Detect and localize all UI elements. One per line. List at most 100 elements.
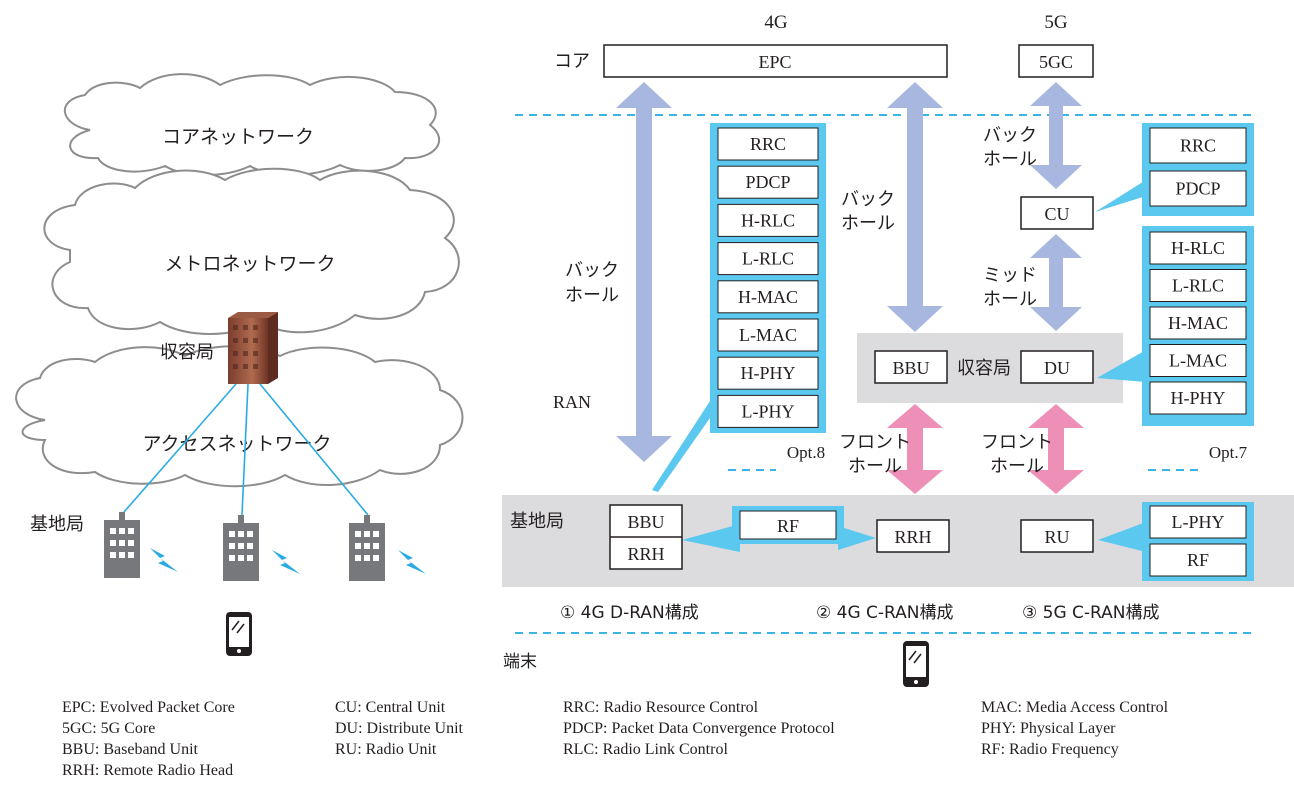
smartphone-icon <box>226 612 252 656</box>
protocol-layer-box <box>717 356 819 390</box>
protocol-layer-label: L-PHY <box>1172 512 1225 532</box>
legend-item: RF: Radio Frequency <box>981 741 1119 758</box>
legend-column-2: CU: Central Unit DU: Distribute Unit RU:… <box>335 697 463 760</box>
protocol-layer-box <box>1149 127 1247 164</box>
config-label-5g-cran: ③ 5G C-RAN構成 <box>1022 603 1160 623</box>
protocol-layer-label: H-MAC <box>1168 313 1228 333</box>
node-boxes <box>609 196 1094 570</box>
protocol-layer-box <box>717 242 819 276</box>
protocol-layer-label: H-PHY <box>740 363 795 383</box>
access-network-label: アクセスネットワーク <box>142 433 331 455</box>
backhaul-arrow-5g <box>1030 82 1082 189</box>
callout-pointer-rf <box>682 524 740 552</box>
callout-pointer-ru <box>1098 522 1146 552</box>
protocol-layer-box <box>717 394 819 428</box>
rf-callout: RF <box>682 506 876 552</box>
protocol-layer-box <box>717 280 819 314</box>
rrh-box <box>876 519 950 553</box>
radio-signal-icons <box>150 548 426 574</box>
bbu-label: BBU <box>892 358 929 378</box>
protocol-layer-box <box>1149 505 1247 539</box>
callout-pointer-du <box>1097 350 1146 382</box>
base-station-buildings <box>104 512 385 581</box>
core-label: コア <box>554 51 590 72</box>
protocol-layer-label: H-PHY <box>1170 388 1225 408</box>
fronthaul-label: ホール <box>990 456 1044 477</box>
5gc-label: 5GC <box>1039 52 1073 72</box>
legend-column-4: MAC: Media Access Control PHY: Physical … <box>981 697 1168 760</box>
protocol-layer-box <box>1149 170 1247 207</box>
legend-item: EPC: Evolved Packet Core <box>62 699 235 716</box>
protocol-layer-label: H-RLC <box>741 210 795 230</box>
protocol-layer-label: RRC <box>1180 136 1216 156</box>
lightning-icon <box>272 550 300 574</box>
midhaul-label: ホール <box>983 289 1037 310</box>
office-building-icon <box>228 312 278 384</box>
backhaul-label: バック <box>565 260 619 281</box>
backhaul-label: バック <box>841 189 895 210</box>
protocol-layer-label: RRC <box>750 134 786 154</box>
base-station-icon <box>349 515 385 581</box>
legend-item: CU: Central Unit <box>335 699 446 716</box>
protocol-stack-ru: L-PHY RF <box>1098 502 1254 581</box>
fronthaul-label: フロント <box>839 432 911 453</box>
protocol-layer-label: H-RLC <box>1171 238 1225 258</box>
du-box <box>1020 350 1094 384</box>
core-network-cloud <box>64 73 441 176</box>
backhaul-label: ホール <box>565 285 619 306</box>
lightning-icon <box>150 548 178 572</box>
cu-label: CU <box>1044 204 1069 224</box>
fronthaul-arrow-4g <box>887 404 943 494</box>
header-4g: 4G <box>764 12 788 33</box>
protocol-layer-box <box>1149 543 1247 577</box>
central-office-label: 収容局 <box>957 358 1011 379</box>
protocol-layer-label: H-MAC <box>738 287 798 307</box>
backhaul-arrow-4g-dran <box>616 82 672 462</box>
legend-item: PDCP: Packet Data Convergence Protocol <box>563 720 835 737</box>
header-5g: 5G <box>1044 12 1068 33</box>
base-station-label: 基地局 <box>510 511 564 532</box>
lightning-icon <box>398 550 426 574</box>
legend-item: RU: Radio Unit <box>335 741 437 758</box>
fronthaul-arrows <box>887 404 1084 494</box>
backhaul-label: ホール <box>841 213 895 234</box>
protocol-layer-box <box>1149 344 1247 377</box>
midhaul-arrow-5g <box>1030 234 1082 331</box>
access-links <box>123 383 369 516</box>
network-clouds <box>15 73 464 488</box>
bbu-label-dran: BBU <box>627 512 664 532</box>
legend-column-1: EPC: Evolved Packet Core 5GC: 5G Core BB… <box>62 697 235 781</box>
ran-label: RAN <box>553 392 591 412</box>
office-label: 収容局 <box>160 342 214 363</box>
epc-label: EPC <box>758 52 791 72</box>
config-label-4g-dran: ① 4G D-RAN構成 <box>560 603 699 623</box>
ru-box <box>1020 519 1094 553</box>
protocol-layer-box <box>1149 231 1247 265</box>
option-8-label: Opt.8 <box>787 443 825 462</box>
core-network-label: コアネットワーク <box>162 126 314 148</box>
backhaul-label: ホール <box>983 149 1037 170</box>
protocol-layer-box <box>717 203 819 237</box>
base-station-label-left: 基地局 <box>30 514 84 535</box>
access-network-cloud <box>15 345 464 488</box>
fronthaul-label: フロント <box>981 432 1053 453</box>
protocol-layer-label: L-PHY <box>742 401 795 421</box>
protocol-layer-label: L-RLC <box>1172 276 1224 296</box>
legend-item: 5GC: 5G Core <box>62 720 156 737</box>
legend-item: RRH: Remote Radio Head <box>62 762 234 779</box>
rf-label: RF <box>777 516 799 536</box>
legend-item: RLC: Radio Link Control <box>563 741 728 758</box>
midhaul-label: ミッド <box>983 265 1037 286</box>
base-station-icon <box>223 515 259 581</box>
terminal-label: 端末 <box>503 652 537 672</box>
base-station-icon <box>104 512 140 578</box>
legend-item: DU: Distribute Unit <box>335 720 463 737</box>
protocol-layer-label: RF <box>1187 550 1209 570</box>
legend-item: PHY: Physical Layer <box>981 720 1116 737</box>
protocol-layer-box <box>717 127 819 161</box>
metro-network-label: メトロネットワーク <box>164 253 335 275</box>
metro-network-cloud <box>43 167 460 335</box>
backhaul-arrows <box>616 82 1082 462</box>
